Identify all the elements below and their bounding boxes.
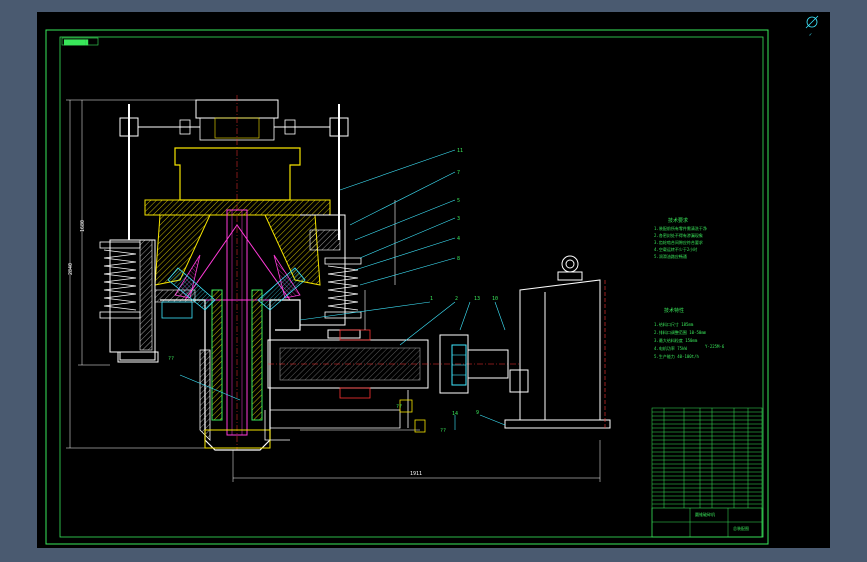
dim-overall-width: 1911: [410, 471, 422, 477]
dim-left-height: 1680: [80, 220, 86, 232]
svg-text:7: 7: [457, 170, 460, 176]
svg-text:1.装配前所有零件需清洗干净: 1.装配前所有零件需清洗干净: [654, 225, 707, 231]
inner-frame: [59, 36, 764, 538]
svg-text:Y-225M-6: Y-225M-6: [705, 344, 725, 349]
svg-text:5.润滑油路应畅通: 5.润滑油路应畅通: [654, 253, 687, 259]
outer-frame: [45, 29, 769, 545]
mark-qq-left: ??: [168, 356, 174, 362]
dim-left-height2: 2840: [68, 263, 74, 275]
svg-text:3.齿轮啮合间隙应符合要求: 3.齿轮啮合间隙应符合要求: [654, 239, 703, 245]
svg-text:5: 5: [457, 198, 460, 204]
svg-text:技术要求: 技术要求: [668, 217, 688, 224]
title-tag-box: [61, 37, 99, 46]
leader-lines: [179, 149, 506, 430]
mark-qq-right: ??: [440, 428, 446, 434]
dimension-lines-left: [66, 99, 230, 449]
crusher-assembly: [99, 95, 362, 451]
svg-text:4: 4: [457, 236, 460, 242]
svg-text:2.各密封处不得有渗漏现象: 2.各密封处不得有渗漏现象: [654, 232, 703, 238]
svg-text:1.给料口尺寸 185mm: 1.给料口尺寸 185mm: [654, 321, 694, 327]
svg-text:2: 2: [455, 296, 458, 302]
parts-list: [651, 407, 763, 538]
svg-text:圆锥破碎机: 圆锥破碎机: [695, 511, 715, 517]
svg-text:✓: ✓: [809, 32, 812, 38]
mark-qq-mid: ??: [396, 404, 402, 410]
title-block: 圆锥破碎机 总装配图: [651, 507, 763, 538]
svg-text:2.排料口调整范围 10-50mm: 2.排料口调整范围 10-50mm: [654, 329, 707, 335]
technical-requirements: 技术要求 1.装配前所有零件需清洗干净 2.各密封处不得有渗漏现象 3.齿轮啮合…: [654, 217, 707, 259]
svg-text:总装配图: 总装配图: [733, 525, 749, 531]
svg-text:9: 9: [476, 410, 479, 416]
svg-text:3: 3: [457, 216, 460, 222]
dimension-bottom: [232, 440, 601, 482]
svg-text:8: 8: [457, 256, 460, 262]
svg-text:11: 11: [457, 148, 463, 154]
callout-labels: 11 7 5 3 4 8 1 2 13 10 14 9: [430, 148, 498, 417]
drive-shaft-assembly: [264, 200, 520, 441]
svg-text:3.最大给料粒度 150mm: 3.最大给料粒度 150mm: [654, 337, 698, 343]
svg-text:4.空载运转不少于2小时: 4.空载运转不少于2小时: [654, 246, 697, 252]
svg-text:13: 13: [474, 296, 480, 302]
svg-text:技术特性: 技术特性: [664, 307, 684, 314]
motor: [504, 255, 611, 430]
svg-text:5.生产能力 40-100t/h: 5.生产能力 40-100t/h: [654, 353, 699, 359]
svg-text:10: 10: [492, 296, 498, 302]
svg-text:14: 14: [452, 411, 458, 417]
technical-specs: 技术特性 1.给料口尺寸 185mm 2.排料口调整范围 10-50mm 3.最…: [654, 307, 725, 359]
svg-text:1: 1: [430, 296, 433, 302]
corner-stamp: ✓: [805, 15, 819, 38]
svg-text:4.电机功率 75kW: 4.电机功率 75kW: [654, 345, 687, 351]
title-tag: ████████: [63, 39, 89, 46]
